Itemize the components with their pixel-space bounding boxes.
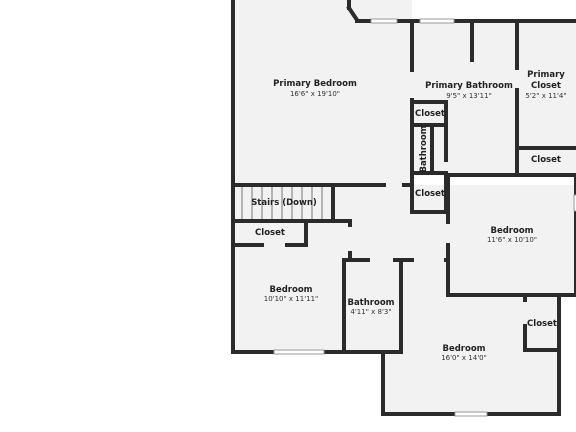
label-primary-bathroom: Primary Bathroom [425, 81, 513, 91]
floor-areas [233, 0, 576, 414]
window-primary-bath [419, 18, 455, 24]
label-closet-right-upper: Closet [531, 155, 561, 165]
window-primary-bedroom [370, 18, 398, 24]
label-primary-closet-line2: Closet [531, 81, 561, 91]
floor-lower-left [233, 245, 401, 352]
dim-bedroom-bottom: 16'0" x 14'0" [441, 354, 487, 362]
label-closet-left: Closet [255, 228, 285, 238]
label-bathroom-small: Bathroom [419, 125, 429, 172]
dim-primary-closet: 5'2" x 11'4" [525, 92, 566, 100]
windows [273, 18, 576, 417]
label-bathroom-mid: Bathroom [347, 298, 394, 308]
dim-bathroom-mid: 4'11" x 8'3" [350, 308, 391, 316]
label-stairs: Stairs (Down) [251, 198, 317, 208]
window-bottom-bedroom [454, 411, 488, 417]
dim-primary-bedroom: 16'6" x 19'10" [290, 90, 340, 98]
dim-bedroom-left: 10'10" x 11'11" [264, 295, 319, 303]
label-primary-bedroom: Primary Bedroom [273, 79, 357, 89]
room-labels: Primary Bedroom 16'6" x 19'10" Primary B… [251, 70, 566, 362]
window-left-bedroom [273, 349, 325, 355]
label-closet-bottom: Closet [527, 319, 557, 329]
label-primary-closet-line1: Primary [527, 70, 565, 80]
floor-primary-bedroom [233, 0, 412, 185]
label-bedroom-left: Bedroom [269, 285, 312, 295]
walls [231, 0, 576, 416]
dim-bedroom-right: 11'6" x 10'10" [487, 236, 537, 244]
label-closet-center: Closet [415, 189, 445, 199]
label-bedroom-right: Bedroom [490, 226, 533, 236]
label-bedroom-bottom: Bedroom [442, 344, 485, 354]
window-right-bedroom [573, 194, 576, 212]
dim-primary-bathroom: 9'5" x 13'11" [446, 92, 492, 100]
floor-lower-right [383, 260, 559, 414]
label-closet-bath: Closet [415, 109, 445, 119]
